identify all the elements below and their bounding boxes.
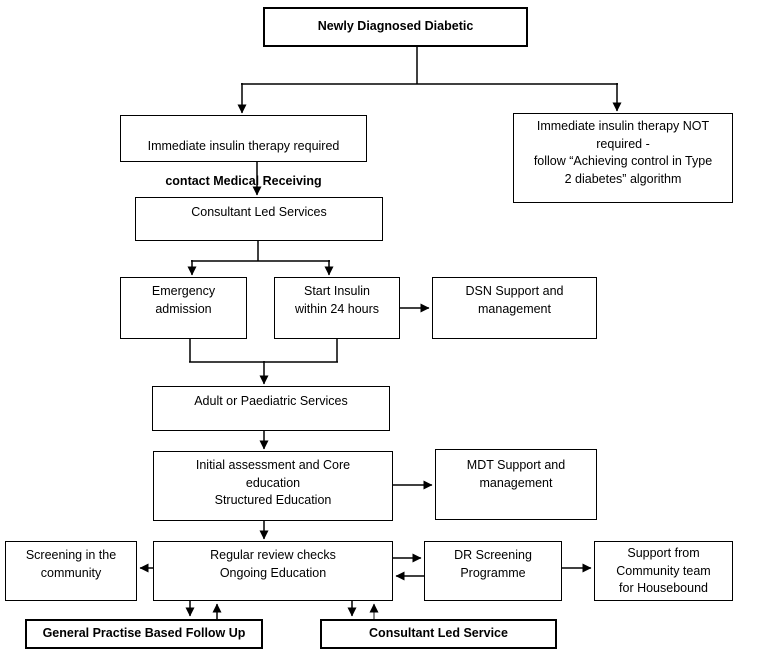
connector-join-to-adult (189, 339, 338, 385)
node-regular-review-ongoing-education: Regular review checks Ongoing Education (153, 541, 393, 601)
connector-consultant-split (187, 241, 334, 276)
arrows-review-consultantservice (347, 601, 379, 619)
node-consultant-led-services: Consultant Led Services (135, 197, 383, 241)
node-dr-screening-programme: DR Screening Programme (424, 541, 562, 601)
node-initial-assessment-education: Initial assessment and Core education St… (153, 451, 393, 521)
node-insulin-therapy-required-line2: contact Medical Receiving (165, 173, 322, 188)
node-start-insulin-24-hours: Start Insulin within 24 hours (274, 277, 400, 339)
node-insulin-therapy-not-required: Immediate insulin therapy NOT required -… (513, 113, 733, 203)
node-support-community-housebound: Support from Community team for Housebou… (594, 541, 733, 601)
node-emergency-admission: Emergency admission (120, 277, 247, 339)
arrows-review-drscreening (393, 553, 424, 581)
node-mdt-support-management: MDT Support and management (435, 449, 597, 520)
node-general-practise-follow-up: General Practise Based Follow Up (25, 619, 263, 649)
node-dsn-support-management: DSN Support and management (432, 277, 597, 339)
connector-start-split (237, 47, 622, 114)
node-newly-diagnosed-diabetic: Newly Diagnosed Diabetic (263, 7, 528, 47)
arrows-review-gp (185, 601, 222, 619)
node-consultant-led-service: Consultant Led Service (320, 619, 557, 649)
node-adult-paediatric-services: Adult or Paediatric Services (152, 386, 390, 431)
node-screening-in-community: Screening in the community (5, 541, 137, 601)
node-insulin-therapy-required-line1: Immediate insulin therapy required (147, 138, 340, 153)
node-insulin-therapy-required: Immediate insulin therapy required conta… (120, 115, 367, 188)
